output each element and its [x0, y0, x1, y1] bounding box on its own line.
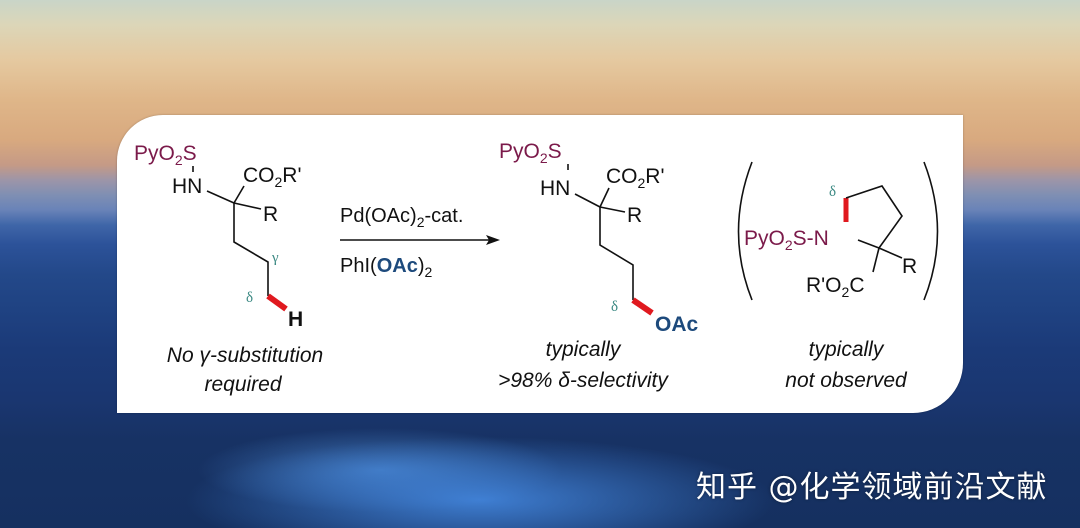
product: PyO2S HN CO2R' R δ OAc typically >98% δ-… — [498, 140, 698, 392]
product-caption-line1: typically — [546, 338, 622, 361]
catalyst-label: Pd(OAc)2-cat. — [340, 205, 463, 230]
side-r-group: R — [902, 255, 917, 278]
sm-ester: CO2R' — [243, 164, 301, 190]
sm-protecting-group: PyO2S — [134, 142, 197, 168]
side-protecting-group: PyO2S-N — [744, 227, 829, 253]
side-caption-line1: typically — [809, 338, 885, 361]
product-amine: HN — [540, 177, 570, 200]
side-ester: R'O2C — [806, 274, 864, 300]
sm-r-group: R — [263, 203, 278, 226]
product-ester: CO2R' — [606, 165, 664, 191]
product-new-co-bond — [631, 297, 654, 316]
sm-caption-line1: No γ-substitution — [167, 344, 323, 367]
watermark: 知乎 @化学领域前沿文献 — [696, 470, 1048, 505]
left-parenthesis — [737, 161, 753, 301]
sm-reactive-ch-bond — [266, 293, 288, 312]
reaction-conditions: Pd(OAc)2-cat. PhI(OAc)2 — [340, 205, 500, 280]
product-delta-label: δ — [611, 299, 618, 315]
side-delta-label: δ — [829, 184, 836, 200]
sm-delta-label: δ — [246, 290, 253, 306]
sm-gamma-label: γ — [271, 250, 279, 266]
scheme-panel — [117, 115, 963, 413]
side-caption-line2: not observed — [785, 369, 908, 392]
product-acetoxy: OAc — [655, 313, 699, 336]
right-parenthesis — [923, 161, 939, 301]
product-protecting-group: PyO2S — [499, 140, 562, 166]
sm-amine: HN — [172, 175, 202, 198]
oxidant-label: PhI(OAc)2 — [340, 255, 432, 280]
product-r-group: R — [627, 204, 642, 227]
starting-material: PyO2S HN CO2R' R γ δ H No γ-substitution… — [134, 142, 323, 396]
product-caption-line2: >98% δ-selectivity — [498, 369, 669, 392]
arrow-head-icon — [486, 235, 500, 245]
sm-hydrogen: H — [288, 308, 303, 331]
side-product: PyO2S-N δ R R'O2C typically not observed — [737, 161, 939, 392]
sm-caption-line2: required — [204, 373, 282, 396]
